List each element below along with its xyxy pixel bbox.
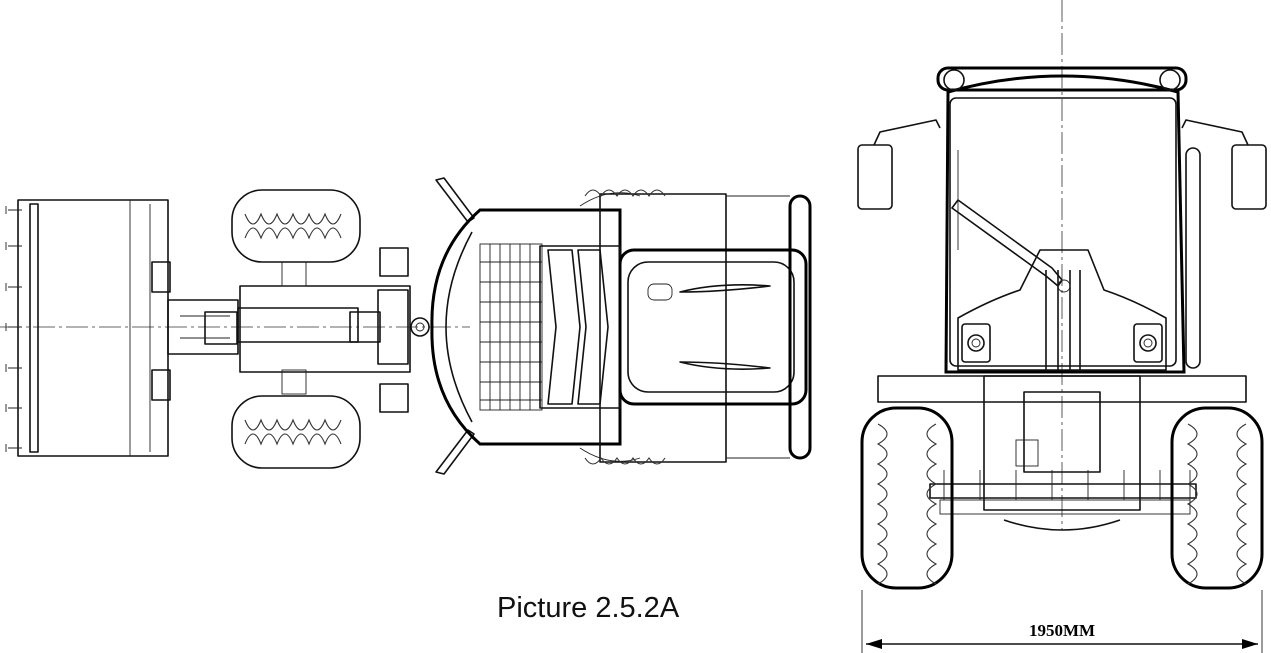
rear-body [430, 177, 812, 475]
width-dimension-label: 1950MM [1029, 621, 1095, 640]
cab [936, 66, 1201, 374]
front-tire-lower [231, 395, 361, 469]
boom-arm [167, 289, 430, 365]
front-tire-upper [231, 189, 361, 263]
mirror-left [857, 119, 941, 210]
mirror-right [1181, 119, 1267, 210]
top-view [0, 177, 812, 475]
bucket [5, 199, 171, 457]
front-view: 1950MM [857, 0, 1267, 653]
front-axle [239, 247, 411, 413]
width-dimension: 1950MM [861, 590, 1263, 653]
front-tire-right [1170, 406, 1264, 590]
bucket-front [929, 470, 1197, 500]
front-tire-left [860, 406, 954, 590]
chassis [877, 375, 1247, 531]
front-hood [957, 249, 1167, 371]
picture-caption: Picture 2.5.2A [497, 592, 680, 624]
